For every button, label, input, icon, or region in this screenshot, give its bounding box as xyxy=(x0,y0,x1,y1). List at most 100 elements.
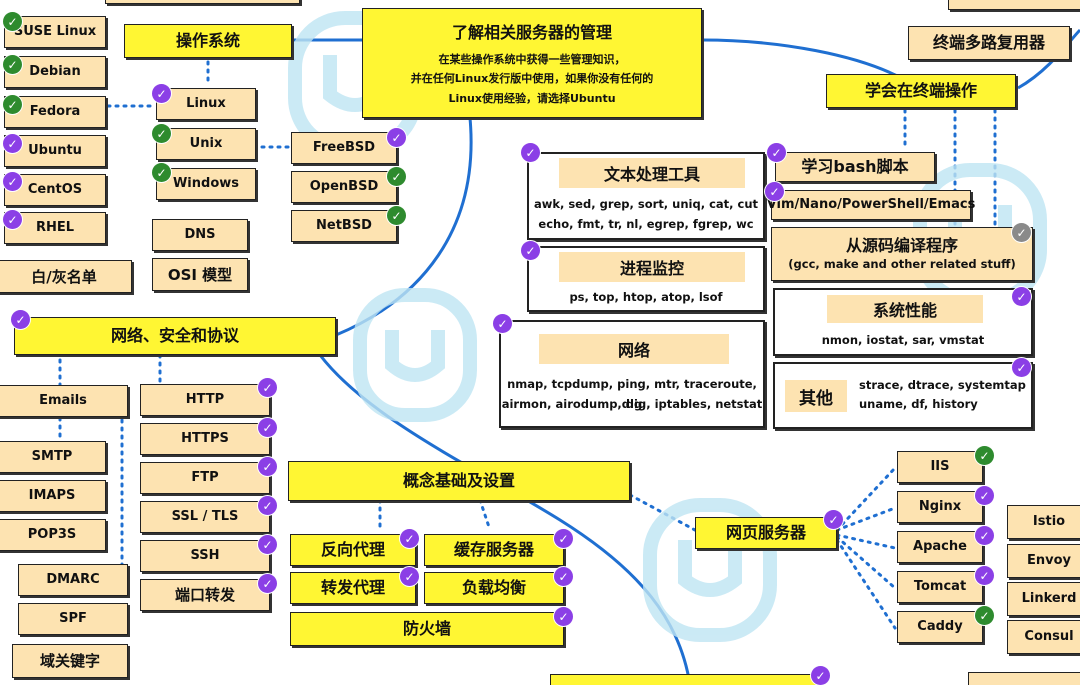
check-icon: ✓ xyxy=(3,172,22,191)
check-icon: ✓ xyxy=(258,378,277,397)
webserver-node[interactable]: 网页服务器 xyxy=(695,517,837,549)
email-domainkeys[interactable]: 域关键字 xyxy=(12,644,128,678)
learn-bash[interactable]: 学习bash脚本 xyxy=(775,152,935,182)
mesh-linkerd[interactable]: Linkerd xyxy=(1007,582,1080,616)
proc-title: 进程监控 xyxy=(559,252,745,282)
check-icon: ✓ xyxy=(3,55,22,74)
concept-load-balancer[interactable]: 负载均衡 xyxy=(424,572,564,604)
bottom-partial-node xyxy=(550,674,820,685)
distro-centos[interactable]: CentOS xyxy=(4,174,106,206)
editors[interactable]: Vim/Nano/PowerShell/Emacs xyxy=(767,190,975,220)
check-icon: ✓ xyxy=(975,606,994,625)
proc-panel[interactable]: 进程监控 ps, top, htop, atop, lsof xyxy=(527,246,765,312)
email-dmarc[interactable]: DMARC xyxy=(18,564,128,596)
check-icon: ✓ xyxy=(1012,287,1031,306)
center-line-3: Linux使用经验，请选择Ubuntu xyxy=(448,91,616,105)
proto-portforward[interactable]: 端口转发 xyxy=(140,579,270,611)
proto-ssh[interactable]: SSH xyxy=(140,540,270,572)
text-title: 文本处理工具 xyxy=(559,158,745,188)
check-icon: ✓ xyxy=(152,124,171,143)
email-spf[interactable]: SPF xyxy=(18,603,128,635)
email-emails[interactable]: Emails xyxy=(0,385,128,417)
text-line-2: echo, fmt, tr, nl, egrep, fgrep, wc xyxy=(538,217,754,231)
web-apache[interactable]: Apache xyxy=(897,531,983,563)
check-icon: ✓ xyxy=(554,607,573,626)
check-icon: ✓ xyxy=(1012,358,1031,377)
concept-forward-proxy[interactable]: 转发代理 xyxy=(290,572,416,604)
proto-http[interactable]: HTTP xyxy=(140,384,270,416)
check-icon: ✓ xyxy=(387,128,406,147)
terminal-node[interactable]: 学会在终端操作 xyxy=(826,74,1016,108)
web-nginx[interactable]: Nginx xyxy=(897,491,983,523)
perf-title: 系统性能 xyxy=(827,295,983,323)
other-line-2: uname, df, history xyxy=(859,397,978,411)
concept-reverse-proxy[interactable]: 反向代理 xyxy=(290,534,416,566)
check-icon: ✓ xyxy=(1012,223,1031,242)
email-smtp[interactable]: SMTP xyxy=(0,441,106,473)
concepts-node[interactable]: 概念基础及设置 xyxy=(288,461,630,501)
other-panel[interactable]: 其他 strace, dtrace, systemtap uname, df, … xyxy=(773,362,1033,429)
check-icon: ✓ xyxy=(400,567,419,586)
check-icon: ✓ xyxy=(3,210,22,229)
concept-cache-server[interactable]: 缓存服务器 xyxy=(424,534,564,566)
email-pop3s[interactable]: POP3S xyxy=(0,519,106,551)
check-icon: ✓ xyxy=(554,529,573,548)
network-node[interactable]: 网络、安全和协议 xyxy=(14,317,336,355)
family-unix[interactable]: Unix xyxy=(156,128,256,160)
bsd-freebsd[interactable]: FreeBSD xyxy=(291,132,397,164)
whitelist-node[interactable]: 白/灰名单 xyxy=(0,260,132,293)
family-linux[interactable]: Linux xyxy=(156,88,256,120)
proto-https[interactable]: HTTPS xyxy=(140,423,270,455)
distro-ubuntu[interactable]: Ubuntu xyxy=(4,135,106,167)
check-icon: ✓ xyxy=(3,134,22,153)
os-node[interactable]: 操作系统 xyxy=(124,24,292,58)
mesh-envoy[interactable]: Envoy xyxy=(1007,544,1080,578)
perf-body: nmon, iostat, sar, vmstat xyxy=(821,333,985,347)
check-icon: ✓ xyxy=(554,567,573,586)
top-right-partial xyxy=(948,0,1080,10)
proto-ftp[interactable]: FTP xyxy=(140,462,270,494)
web-caddy[interactable]: Caddy xyxy=(897,611,983,643)
check-icon: ✓ xyxy=(258,418,277,437)
net-line-1: nmap, tcpdump, ping, mtr, traceroute, di… xyxy=(507,377,757,412)
check-icon: ✓ xyxy=(387,167,406,186)
check-icon: ✓ xyxy=(258,574,277,593)
compile-node[interactable]: 从源码编译程序 (gcc, make and other related stu… xyxy=(771,227,1033,281)
bsd-netbsd[interactable]: NetBSD xyxy=(291,210,397,242)
check-icon: ✓ xyxy=(493,314,512,333)
check-icon: ✓ xyxy=(3,95,22,114)
center-title: 了解相关服务器的管理 xyxy=(451,23,612,42)
check-icon: ✓ xyxy=(11,310,30,329)
perf-panel[interactable]: 系统性能 nmon, iostat, sar, vmstat xyxy=(773,288,1033,356)
text-panel[interactable]: 文本处理工具 awk, sed, grep, sort, uniq, cat, … xyxy=(527,152,765,240)
net-panel[interactable]: 网络 nmap, tcpdump, ping, mtr, traceroute,… xyxy=(499,320,765,428)
mesh-istio[interactable]: Istio xyxy=(1007,505,1080,539)
check-icon: ✓ xyxy=(824,510,843,529)
check-icon: ✓ xyxy=(152,84,171,103)
concept-firewall[interactable]: 防火墙 xyxy=(290,612,564,646)
check-icon: ✓ xyxy=(765,182,784,201)
net-line-2: airmon, airodump, dig, iptables, netstat xyxy=(501,397,763,411)
center-line-1: 在某些操作系统中获得一些管理知识， xyxy=(438,53,626,67)
web-tomcat[interactable]: Tomcat xyxy=(897,571,983,603)
bottom-right-partial xyxy=(968,672,1080,685)
check-icon: ✓ xyxy=(258,496,277,515)
terminal-multiplexer[interactable]: 终端多路复用器 xyxy=(908,26,1070,60)
proto-ssl[interactable]: SSL / TLS xyxy=(140,501,270,533)
email-imaps[interactable]: IMAPS xyxy=(0,480,106,512)
web-iis[interactable]: IIS xyxy=(897,451,983,483)
compile-sub: (gcc, make and other related stuff) xyxy=(788,257,1016,272)
proc-body: ps, top, htop, atop, lsof xyxy=(569,290,723,304)
misc-dns[interactable]: DNS xyxy=(152,219,248,251)
misc-osi[interactable]: OSI 模型 xyxy=(152,258,248,291)
check-icon: ✓ xyxy=(975,486,994,505)
compile-title: 从源码编译程序 xyxy=(845,236,958,255)
bsd-openbsd[interactable]: OpenBSD xyxy=(291,171,397,203)
mesh-consul[interactable]: Consul xyxy=(1007,620,1080,654)
family-windows[interactable]: Windows xyxy=(156,168,256,200)
center-node[interactable]: 了解相关服务器的管理 在某些操作系统中获得一些管理知识， 并在任何Linux发行… xyxy=(362,8,702,118)
check-icon: ✓ xyxy=(258,535,277,554)
other-title: 其他 xyxy=(785,380,847,412)
check-icon: ✓ xyxy=(3,12,22,31)
